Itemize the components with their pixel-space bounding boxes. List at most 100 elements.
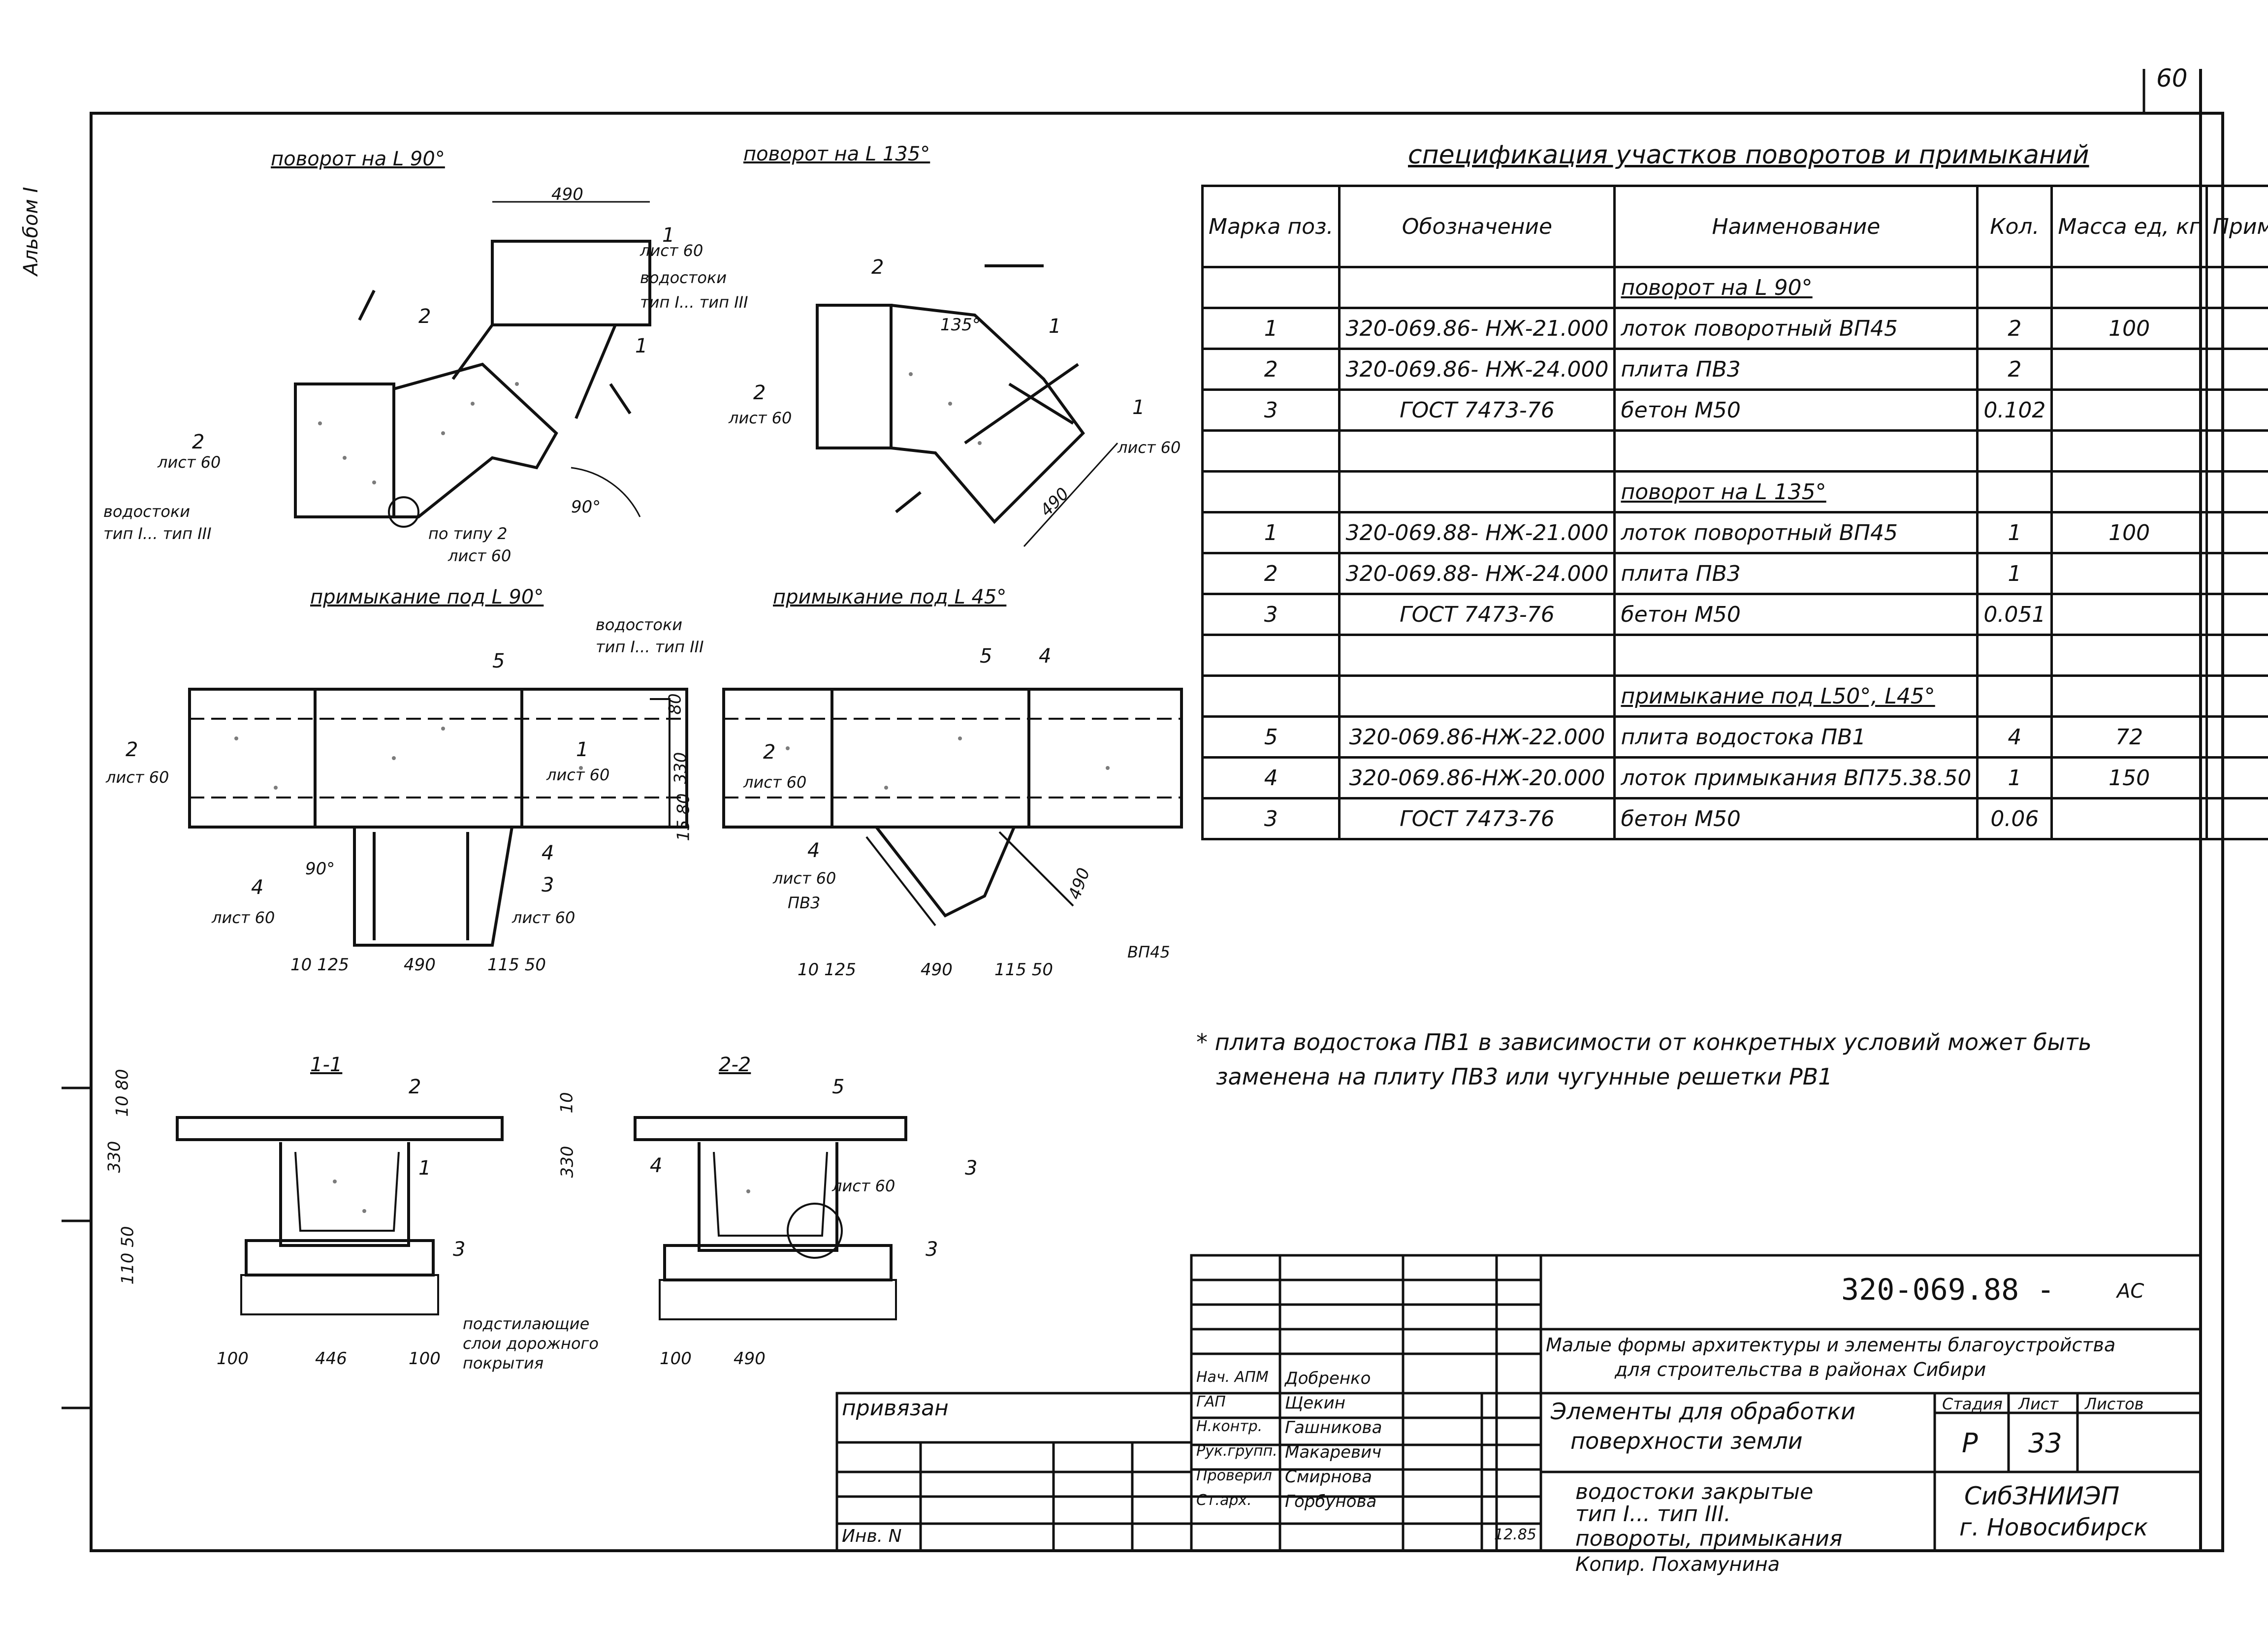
title-role: ГАП (1196, 1393, 1226, 1410)
mark-2: 2 (126, 738, 138, 761)
mark-2: 2 (192, 431, 205, 453)
mark-3: 3 (453, 1238, 466, 1261)
mark-1: 1 (635, 335, 648, 357)
cell-mass (2050, 388, 2208, 432)
cell-mark: 5 (1201, 715, 1341, 759)
cell-mass (2050, 593, 2208, 636)
section22-slab (634, 1116, 907, 1141)
cell-mark: 2 (1201, 348, 1341, 391)
org-city: г. Новосибирск (1959, 1514, 2148, 1541)
cell-qty (1976, 266, 2053, 309)
cell-qty: 4 (1976, 715, 2053, 759)
turn90-slab-left (294, 383, 395, 518)
cell-mark: 1 (1201, 307, 1341, 350)
label-list60: лист 60 (512, 908, 575, 927)
mark-5: 5 (492, 650, 505, 672)
mark-1: 1 (576, 738, 589, 761)
dim-100: 100 (660, 1349, 692, 1369)
album-title-2: для строительства в районах Сибири (1615, 1359, 1986, 1380)
join45-branch (875, 826, 1016, 918)
cell-name: примыкание под L50°, L45° (1613, 674, 1979, 718)
privyazan-label: привязан (842, 1396, 949, 1421)
stage-label: Стадия (1942, 1395, 2003, 1413)
cell-note (2205, 348, 2268, 391)
sheet-number: 33 (2028, 1428, 2062, 1459)
label-tip-range: тип I... тип III (103, 524, 212, 543)
cell-name: поворот на L 90° (1613, 266, 1979, 309)
cell-designation: 320-069.86- НЖ-21.000 (1338, 307, 1616, 350)
cell-designation (1338, 634, 1616, 677)
cell-designation: 320-069.86-НЖ-20.000 (1338, 756, 1616, 799)
dim-10-125: 10 125 (798, 960, 856, 980)
dim-100: 100 (217, 1349, 249, 1369)
inv-label: Инв. N (842, 1526, 902, 1546)
sheet-label: Лист (2018, 1395, 2059, 1413)
cell-designation (1338, 429, 1616, 473)
cell-name: лоток примыкания ВП75.38.50 (1613, 756, 1979, 799)
cell-mark (1201, 266, 1341, 309)
label-vp45: ВП45 (1127, 943, 1170, 961)
mark-4: 4 (251, 876, 264, 899)
cell-note: м³ (2205, 593, 2268, 636)
cell-designation (1338, 470, 1616, 513)
cell-mass: 150 (2050, 756, 2208, 799)
cell-mass (2050, 429, 2208, 473)
mark-2: 2 (763, 741, 776, 764)
cell-note (2205, 470, 2268, 513)
cell-designation: ГОСТ 7473-76 (1338, 797, 1616, 840)
cell-mark (1201, 634, 1341, 677)
cell-mass (2050, 634, 2208, 677)
turn135-body (891, 304, 1085, 524)
label-vodostoki: водостоки (103, 502, 191, 521)
mark-1: 1 (662, 224, 675, 247)
spec-title: спецификация участков поворотов и примык… (1408, 140, 2089, 170)
turn90-slab-top (491, 240, 651, 326)
join90-branch (353, 827, 513, 947)
mark-2: 2 (871, 256, 884, 279)
header-name: Наименование (1613, 185, 1979, 268)
label-po-tipu2: по типу 2 (428, 524, 508, 543)
copied-by: Копир. Похамунина (1575, 1553, 1780, 1576)
label-sloi: слои дорожного (463, 1334, 599, 1353)
header-mass: Масса ед, кг (2050, 185, 2208, 268)
cell-note (2205, 552, 2268, 595)
header-note: Приме-чание. (2205, 185, 2268, 268)
title-person-name: Щекин (1285, 1393, 1345, 1413)
org-name: СибЗНИИЭП (1964, 1482, 2120, 1510)
cell-note (2205, 266, 2268, 309)
doc-code-suffix: АС (2117, 1280, 2144, 1303)
album-title-1: Малые формы архитектуры и элементы благо… (1546, 1334, 2116, 1356)
mark-1: 1 (1049, 315, 1061, 338)
footnote-line1: * плита водостока ПВ1 в зависимости от к… (1196, 1029, 2092, 1055)
dim-446: 446 (315, 1349, 347, 1369)
mark-5: 5 (832, 1076, 845, 1098)
cell-note (2205, 715, 2268, 759)
cell-mark (1201, 429, 1341, 473)
label-vodostoki: водостоки (596, 615, 683, 634)
dim-115-50: 115 50 (994, 960, 1053, 980)
cell-name (1613, 429, 1979, 473)
join90-channel (188, 688, 688, 829)
page-number: 60 (2156, 64, 2188, 93)
header-mark: Марка поз. (1201, 185, 1341, 268)
cell-mass (2050, 470, 2208, 513)
cell-qty: 1 (1976, 552, 2053, 595)
label-list60: лист 60 (729, 409, 792, 427)
cell-qty: 0.102 (1976, 388, 2053, 432)
cell-note (2205, 756, 2268, 799)
join45-title: примыкание под L 45° (773, 586, 1007, 608)
cell-designation (1338, 266, 1616, 309)
element-title-1: Элементы для обработки (1551, 1398, 1856, 1425)
cell-note: м³ (2205, 797, 2268, 840)
label-list60: лист 60 (1118, 438, 1181, 457)
title-person-name: Макаревич (1285, 1442, 1382, 1462)
cell-note (2205, 674, 2268, 718)
cell-name (1613, 634, 1979, 677)
cell-mark: 4 (1201, 756, 1341, 799)
